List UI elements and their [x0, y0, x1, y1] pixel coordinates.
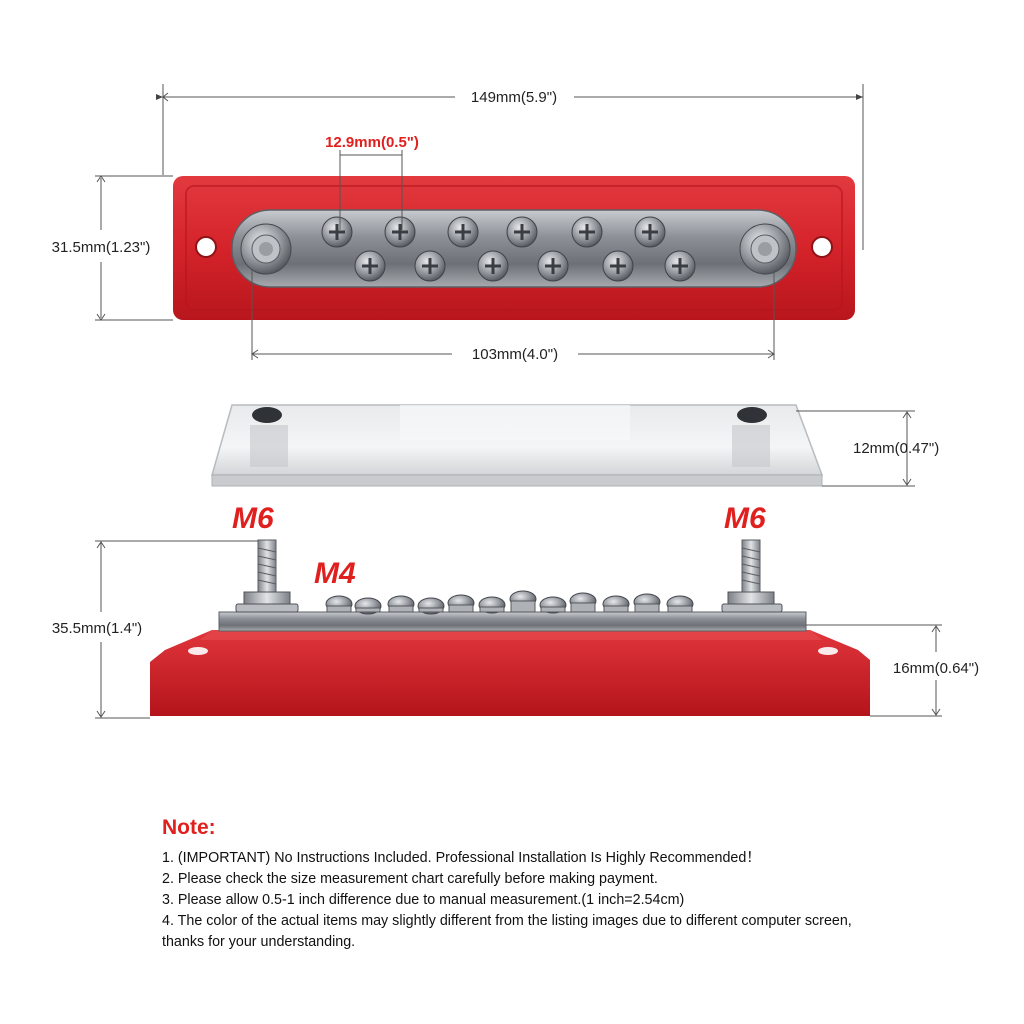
main-stud-right-side: [721, 539, 783, 613]
side-view-busbar: M6 M6 M4 35.5mm(1.4") 16mm(0.64"): [52, 502, 979, 719]
note-line-4: 4. The color of the actual items may sli…: [162, 913, 852, 950]
cover-stud-hole-left: [252, 407, 282, 423]
note-line-3: 3. Please allow 0.5-1 inch difference du…: [162, 892, 685, 908]
note-section: Note: 1. (IMPORTANT) No Instructions Inc…: [162, 816, 882, 953]
dim-cover-height: 12mm(0.47"): [853, 440, 939, 457]
label-m6-left: M6: [232, 502, 274, 535]
clear-cover: 12mm(0.47"): [211, 404, 939, 487]
branch-screws-top-row: [321, 216, 666, 248]
dim-total-height: 35.5mm(1.4"): [52, 620, 142, 637]
mounting-hole-left: [195, 236, 217, 258]
main-stud-left-side: [235, 539, 299, 613]
note-line-1: 1. (IMPORTANT) No Instructions Included.…: [162, 850, 761, 866]
dim-width: 31.5mm(1.23"): [52, 239, 151, 256]
label-m6-right: M6: [724, 502, 766, 535]
note-title: Note:: [162, 816, 216, 839]
top-view-busbar: 149mm(5.9"): [52, 84, 864, 363]
branch-screws-side: [325, 590, 694, 615]
dim-overall-length: 149mm(5.9"): [471, 89, 557, 106]
label-m4: M4: [314, 557, 356, 590]
branch-screws-bottom-row: [354, 250, 696, 282]
main-stud-left-top: [240, 223, 292, 275]
cover-stud-hole-right: [737, 407, 767, 423]
metal-busbar-side: [218, 611, 807, 632]
dim-stud-spacing: 103mm(4.0"): [472, 346, 558, 363]
dim-base-height: 16mm(0.64"): [893, 660, 979, 677]
mounting-hole-right: [811, 236, 833, 258]
note-line-2: 2. Please check the size measurement cha…: [162, 871, 658, 887]
dim-stud-pitch: 12.9mm(0.5"): [325, 134, 419, 151]
red-base-side: [150, 630, 870, 716]
main-stud-right-top: [739, 223, 791, 275]
